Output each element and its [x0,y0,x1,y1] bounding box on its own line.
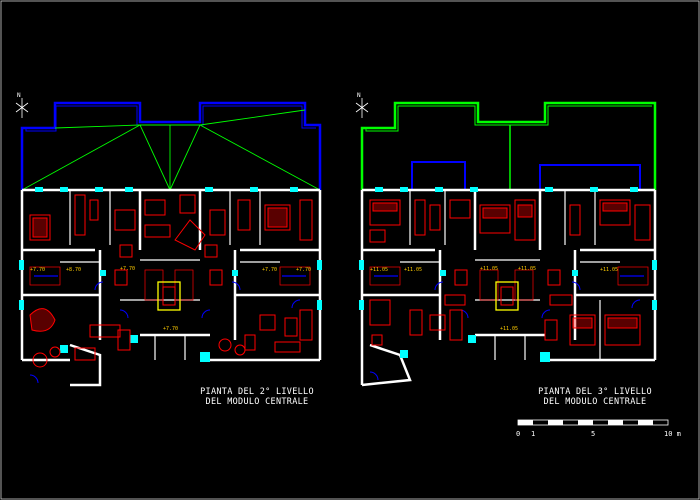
level-mark: +11.05 [600,267,618,273]
level-marks: +7.70 +8.70 +7.70 +7.70 +7.70 +7.70 [30,266,311,332]
level-mark: +11.05 [518,266,536,272]
level-mark: +11.05 [370,267,388,273]
level-mark: +7.70 [163,326,178,332]
level-mark: +7.70 [262,267,277,273]
lift-shaft [157,281,181,311]
windows [359,187,657,362]
caption-line-1: PIANTA DEL 2° LIVELLO [200,387,314,397]
walls [360,188,657,387]
balconies [411,161,641,190]
caption-line-2: DEL MODULO CENTRALE [205,397,309,407]
stairs [369,266,649,301]
svg-text:N: N [17,92,21,99]
level-mark: +7.70 [120,266,135,272]
caption-level-2: PIANTA DEL 2° LIVELLO DEL MODULO CENTRAL… [198,387,316,407]
level-mark: +7.70 [296,267,311,273]
level-mark: +7.70 [30,267,45,273]
scale-label-1: 1 [531,430,536,438]
caption-line-2: DEL MODULO CENTRALE [543,397,647,407]
doors [29,281,301,384]
windows [19,187,322,362]
scale-label-10: 10 m [664,430,681,438]
walls [20,188,322,387]
lift-shaft [495,281,519,311]
roof-outline [360,101,657,190]
furniture [369,199,651,346]
roof-outline-inner [365,105,652,132]
roof-lines [21,109,321,191]
stairs [29,266,311,301]
plan-level-2: N [15,92,322,387]
scale-label-5: 5 [591,430,596,438]
terrace-outline [20,101,322,190]
caption-line-1: PIANTA DEL 3° LIVELLO [538,387,652,397]
level-mark: +11.05 [500,326,518,332]
level-mark: +11.05 [404,267,422,273]
furniture [29,194,313,368]
svg-text:N: N [357,92,361,99]
north-arrow-icon: N [355,92,369,118]
scale-bar [517,419,669,426]
level-mark: +8.70 [66,267,81,273]
level-marks: +11.05 +11.05 +11.05 +11.05 +11.05 +11.0… [370,266,618,332]
north-arrow-icon: N [15,92,29,118]
caption-level-3: PIANTA DEL 3° LIVELLO DEL MODULO CENTRAL… [536,387,654,407]
scale-label-0: 0 [516,430,521,438]
plan-level-3: N [355,92,657,387]
level-mark: +11.05 [480,266,498,272]
